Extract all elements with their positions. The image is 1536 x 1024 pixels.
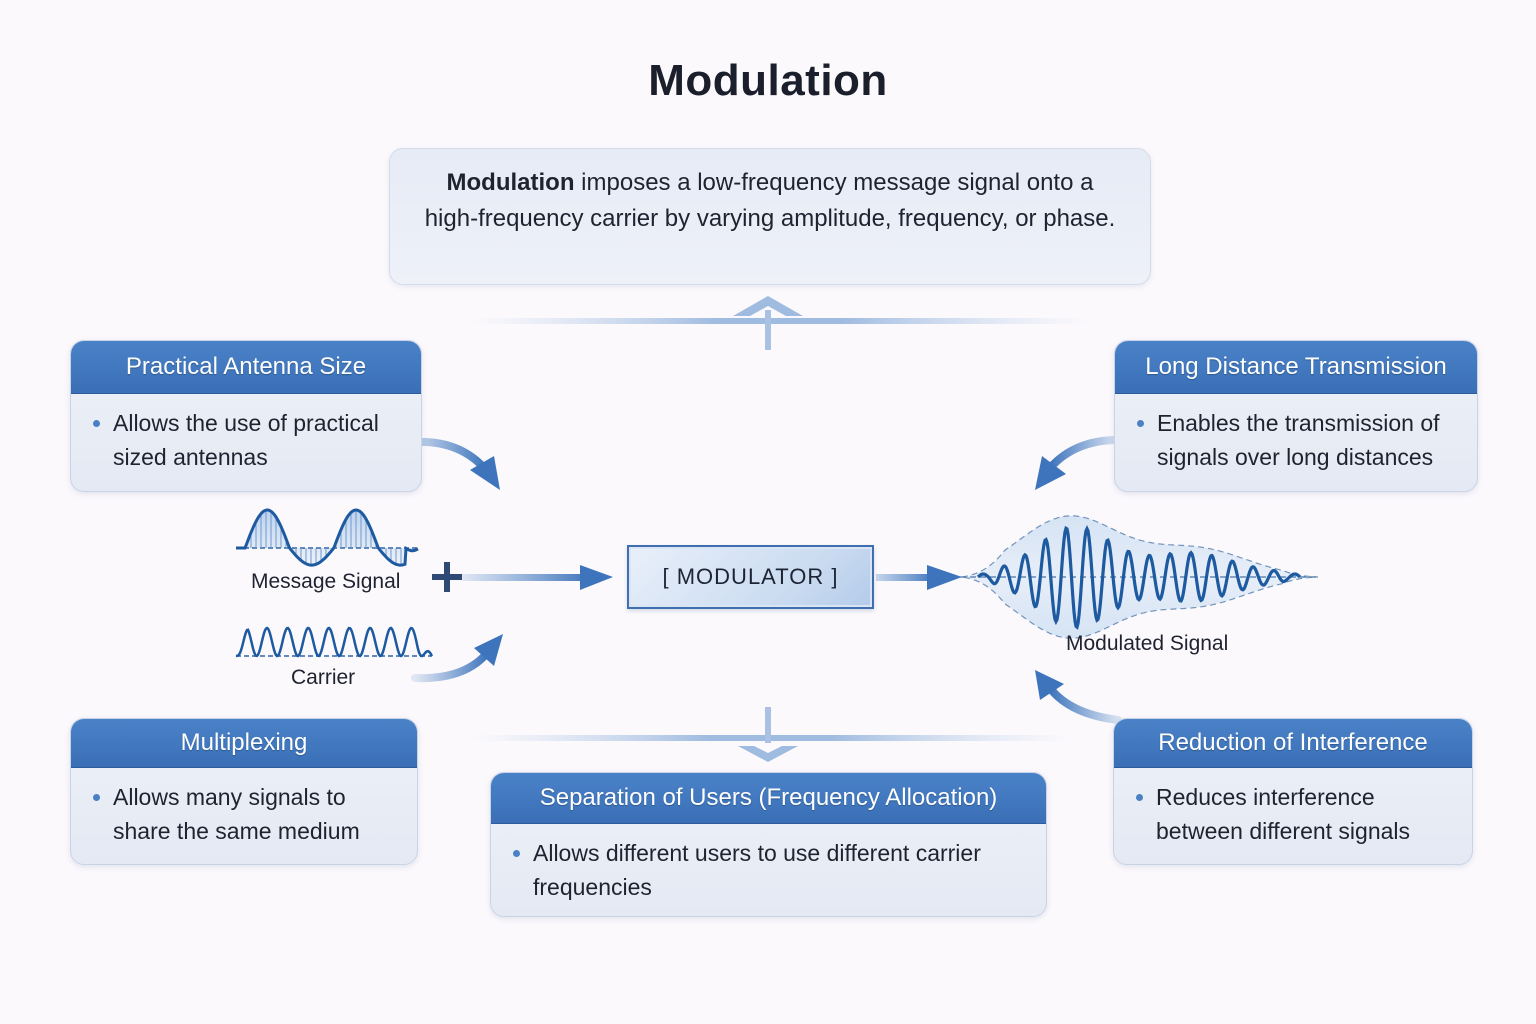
bullet-icon xyxy=(513,850,520,857)
card-separation-of-users: Separation of Users (Frequency Allocatio… xyxy=(490,772,1047,917)
top-connector-stem xyxy=(765,310,771,350)
arrowhead-icon xyxy=(1035,670,1064,700)
page-title: Modulation xyxy=(648,56,888,105)
modulator-block: [ MODULATOR ] xyxy=(627,545,874,609)
curved-arrow-distance xyxy=(1035,436,1122,490)
bullet-icon xyxy=(1137,420,1144,427)
card-bullet-text: Allows the use of practical sized antenn… xyxy=(113,410,379,470)
curved-arrow-antenna xyxy=(411,437,500,490)
card-title: Practical Antenna Size xyxy=(71,341,421,394)
arrow-from-modulator xyxy=(876,565,962,590)
modulated-signal-label: Modulated Signal xyxy=(1066,632,1229,655)
plus-icon xyxy=(432,562,462,592)
bullet-icon xyxy=(93,420,100,427)
up-arrow-icon xyxy=(733,296,803,316)
card-bullet-text: Enables the transmission of signals over… xyxy=(1157,410,1440,470)
card-bullet-text: Reduces interference between different s… xyxy=(1156,784,1411,844)
bottom-connector-stem xyxy=(765,707,771,743)
card-title: Reduction of Interference xyxy=(1114,719,1472,768)
card-antenna-size: Practical Antenna Size Allows the use of… xyxy=(70,340,422,492)
card-reduction-of-interference: Reduction of Interference Reduces interf… xyxy=(1113,718,1473,865)
carrier-wave xyxy=(235,626,434,658)
top-connector-line xyxy=(470,318,1090,324)
card-long-distance: Long Distance Transmission Enables the t… xyxy=(1114,340,1478,492)
card-title: Multiplexing xyxy=(71,719,417,768)
bullet-icon xyxy=(93,794,100,801)
card-title: Long Distance Transmission xyxy=(1115,341,1477,394)
bottom-connector xyxy=(470,707,1070,762)
top-connector xyxy=(470,296,1090,350)
message-signal-label: Message Signal xyxy=(251,570,401,593)
card-multiplexing: Multiplexing Allows many signals to shar… xyxy=(70,718,418,865)
arrowhead-icon xyxy=(927,565,962,590)
card-body: Allows the use of practical sized antenn… xyxy=(71,394,421,474)
curved-arrow-carrier xyxy=(411,634,503,683)
card-bullet-text: Allows different users to use different … xyxy=(533,840,981,900)
bullet-icon xyxy=(1136,794,1143,801)
arrowhead-icon xyxy=(470,456,500,490)
arrow-to-modulator xyxy=(462,565,613,590)
card-body: Allows many signals to share the same me… xyxy=(71,768,417,848)
definition-box: Modulation imposes a low-frequency messa… xyxy=(389,148,1151,285)
modulated-signal-wave xyxy=(960,515,1319,639)
carrier-label: Carrier xyxy=(291,666,356,689)
down-arrow-icon xyxy=(738,746,798,762)
arrowhead-icon xyxy=(474,634,503,666)
card-body: Enables the transmission of signals over… xyxy=(1115,394,1477,474)
card-body: Allows different users to use different … xyxy=(491,824,1046,904)
card-body: Reduces interference between different s… xyxy=(1114,768,1472,848)
definition-term: Modulation xyxy=(446,169,575,196)
card-bullet-text: Allows many signals to share the same me… xyxy=(113,784,360,844)
card-title: Separation of Users (Frequency Allocatio… xyxy=(491,773,1046,824)
message-signal-wave xyxy=(236,508,419,567)
arrowhead-icon xyxy=(580,565,613,590)
arrowhead-icon xyxy=(1035,456,1066,490)
curved-arrow-interference xyxy=(1035,670,1122,724)
definition-text: imposes a low-frequency message signal o… xyxy=(424,169,1116,232)
